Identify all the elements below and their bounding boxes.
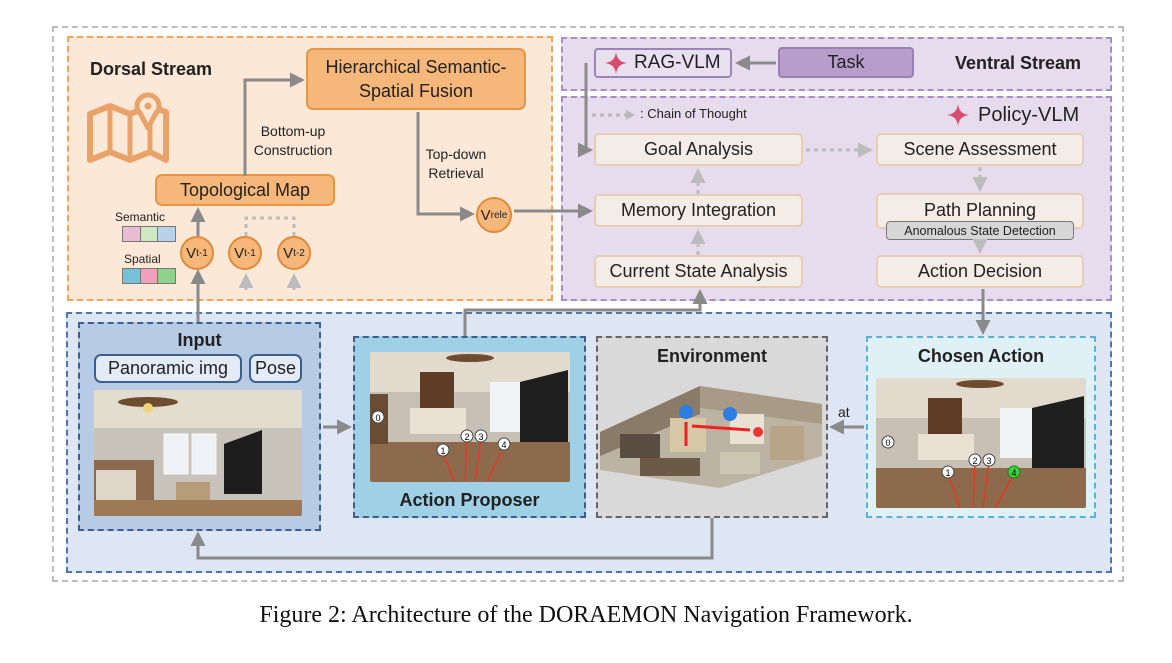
topological-map-box: Topological Map [155,174,335,206]
action-decision-box: Action Decision [876,255,1084,288]
spatial-label: Spatial [124,252,161,266]
chain-of-thought-legend-arrow [592,110,635,120]
policy-vlm-label: Policy-VLM [978,103,1080,126]
environment-title: Environment [656,346,767,366]
goal-analysis-box: Goal Analysis [594,133,803,166]
rag-vlm-box: RAG-VLM [594,48,732,78]
chosen-marker-1: 1 [945,468,950,478]
sparkle-icon [947,104,969,126]
scene-assessment-box: Scene Assessment [876,133,1084,166]
spatial-feature-bar [122,268,176,284]
hierarchical-fusion-box: Hierarchical Semantic-Spatial Fusion [306,48,526,110]
chosen-room-image: 0 1 2 3 4 [876,378,1086,508]
action-at-label: at [838,404,850,420]
input-title: Input [177,330,222,350]
memory-integration-box: Memory Integration [594,194,803,227]
proposer-marker-2: 2 [464,432,469,442]
chain-of-thought-legend: : Chain of Thought [640,106,747,121]
outer-frame [52,26,1124,582]
chosen-marker-2: 2 [972,456,977,466]
semantic-feature-bar [122,226,176,242]
sparkle-icon [605,52,627,74]
chosen-marker-3: 3 [986,456,991,466]
environment-3d-scene [600,386,822,488]
proposer-marker-0: 0 [375,413,380,423]
policy-vlm-title: Policy-VLM [946,103,1079,127]
proposer-marker-1: 1 [440,446,445,456]
pose-tag: Pose [249,354,302,383]
chosen-marker-0: 0 [885,438,890,448]
proposer-room-image: 0 1 2 3 4 [370,352,570,482]
dorsal-stream-title: Dorsal Stream [90,59,213,79]
panoramic-img-tag: Panoramic img [94,354,242,383]
chosen-action-title: Chosen Action [917,346,1045,366]
ventral-stream-title: Ventral Stream [955,53,1082,73]
chosen-marker-4: 4 [1011,468,1016,478]
bottom-up-label: Bottom-up Construction [253,123,333,158]
proposer-marker-3: 3 [478,432,483,442]
top-down-label: Top-down Retrieval [425,146,487,181]
rag-vlm-label: RAG-VLM [634,52,721,73]
map-icon [87,92,169,163]
figure-caption: Figure 2: Architecture of the DORAEMON N… [259,602,913,628]
anomalous-state-detection-box: Anomalous State Detection [886,221,1074,240]
current-state-analysis-box: Current State Analysis [594,255,803,288]
semantic-label: Semantic [115,210,166,224]
action-proposer-title: Action Proposer [399,490,540,510]
task-box: Task [778,47,914,78]
proposer-marker-4: 4 [501,440,506,450]
panoramic-room-image [94,390,302,516]
